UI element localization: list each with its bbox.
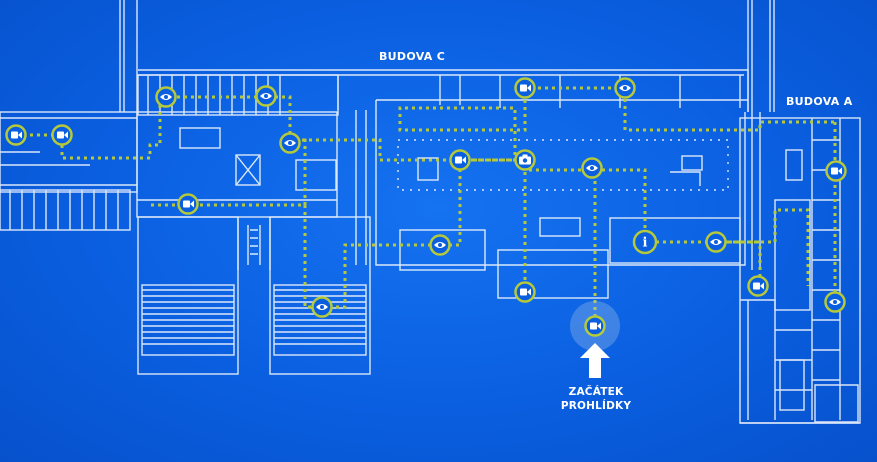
svg-text:i: i bbox=[643, 236, 648, 251]
marker-video-icon[interactable] bbox=[51, 124, 73, 146]
start-tour-label[interactable]: ZAČÁTEK PROHLÍDKY bbox=[556, 385, 636, 413]
building-a-label: BUDOVA A bbox=[786, 95, 853, 108]
tour-route bbox=[16, 86, 837, 325]
route-markers: i bbox=[5, 77, 847, 337]
marker-video-icon[interactable] bbox=[514, 77, 536, 99]
marker-video-icon[interactable] bbox=[514, 281, 536, 303]
marker-eye-icon[interactable] bbox=[705, 231, 727, 253]
building-c-label: BUDOVA C bbox=[379, 50, 446, 63]
marker-video-icon[interactable] bbox=[449, 149, 471, 171]
marker-video-icon[interactable] bbox=[825, 160, 847, 182]
marker-eye-icon[interactable] bbox=[824, 291, 846, 313]
start-tour-line1: ZAČÁTEK bbox=[568, 386, 624, 398]
marker-eye-icon[interactable] bbox=[279, 132, 301, 154]
marker-video-icon[interactable] bbox=[584, 315, 606, 337]
marker-video-icon[interactable] bbox=[747, 275, 769, 297]
marker-eye-icon[interactable] bbox=[155, 86, 177, 108]
marker-eye-icon[interactable] bbox=[581, 157, 603, 179]
marker-eye-icon[interactable] bbox=[429, 234, 451, 256]
marker-info-icon[interactable]: i bbox=[632, 229, 658, 255]
start-arrow-icon bbox=[580, 343, 610, 378]
marker-video-icon[interactable] bbox=[5, 124, 27, 146]
start-tour-line2: PROHLÍDKY bbox=[560, 400, 632, 412]
building-walls bbox=[0, 0, 861, 424]
marker-eye-icon[interactable] bbox=[311, 296, 333, 318]
marker-video-icon[interactable] bbox=[177, 193, 199, 215]
marker-camera-icon[interactable] bbox=[514, 149, 536, 171]
marker-eye-icon[interactable] bbox=[614, 77, 636, 99]
marker-eye-icon[interactable] bbox=[255, 85, 277, 107]
